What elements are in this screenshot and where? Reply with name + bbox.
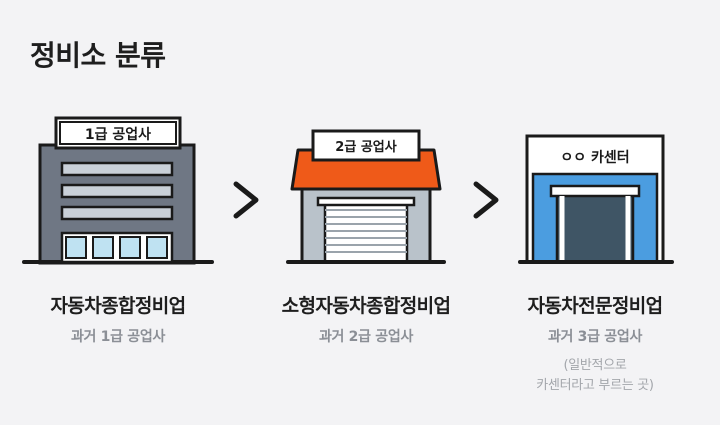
category-former-name: 과거 3급 공업사 [547, 329, 643, 345]
category-caption-1: 자동차종합정비업 과거 1급 공업사 [8, 291, 228, 346]
chevron-right-icon [473, 181, 499, 219]
category-former-name: 과거 2급 공업사 [318, 329, 414, 345]
building-sign-text: 1급 공업사 [85, 127, 151, 143]
shop-icon: ㅇㅇ 카센터 [518, 134, 674, 264]
category-name: 자동차전문정비업 [527, 295, 663, 317]
category-name: 소형자동차종합정비업 [281, 295, 451, 317]
page-title: 정비소 분류 [30, 39, 166, 72]
category-note: (일반적으로 카센터라고 부르는 곳) [485, 356, 705, 396]
chevron-right-icon [233, 181, 259, 219]
category-note-line: 카센터라고 부르는 곳) [536, 378, 654, 393]
category-caption-3: 자동차전문정비업 과거 3급 공업사 (일반적으로 카센터라고 부르는 곳) [485, 291, 705, 396]
building-icon: 1급 공업사 [22, 116, 214, 265]
category-former-name: 과거 1급 공업사 [70, 329, 166, 345]
shop-sign-text: ㅇㅇ 카센터 [560, 150, 629, 166]
garage-sign-text: 2급 공업사 [335, 139, 396, 155]
category-name: 자동차종합정비업 [50, 295, 186, 317]
category-note-line: (일반적으로 [563, 358, 627, 373]
garage-icon: 2급 공업사 [286, 129, 446, 264]
category-caption-2: 소형자동차종합정비업 과거 2급 공업사 [256, 291, 476, 346]
